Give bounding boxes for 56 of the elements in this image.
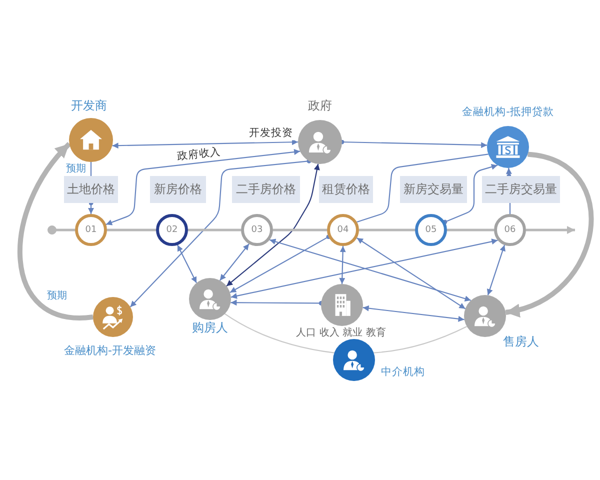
double-arrow — [356, 238, 466, 310]
numbered-circle: 03 — [241, 214, 273, 246]
arrow — [442, 164, 498, 224]
edge-label: 开发投资 — [248, 128, 294, 140]
label-box: 新房价格 — [150, 176, 206, 203]
connector-line — [48, 226, 75, 234]
connector-line — [107, 228, 156, 232]
numbered-circle: 02 — [156, 214, 188, 246]
connector-line — [359, 228, 415, 232]
node-label: 金融机构-抵押贷款 — [462, 107, 554, 119]
label-box: 二手房交易量 — [482, 176, 560, 203]
label-box: 土地价格 — [64, 176, 118, 203]
double-arrow — [362, 305, 464, 322]
connector-line — [224, 313, 334, 354]
numbered-circle: 05 — [415, 214, 447, 246]
note-text: 预期 — [47, 290, 67, 302]
double-arrow — [339, 246, 346, 284]
node-label: 金融机构-开发融资 — [64, 344, 156, 358]
arrow — [506, 168, 512, 178]
note-text: 预期 — [66, 164, 86, 174]
connector-line — [374, 326, 468, 354]
connector-line — [509, 203, 511, 214]
double-arrow — [486, 244, 506, 296]
edge-label: 政府收入 — [176, 146, 222, 163]
node-label: 售房人 — [503, 335, 539, 349]
connector-line — [90, 162, 92, 176]
connector-line — [273, 228, 327, 232]
double-arrow — [269, 238, 472, 302]
numbered-circle: 06 — [494, 214, 526, 246]
numbered-circle: 04 — [327, 214, 359, 246]
arrow — [230, 234, 331, 293]
node-label: 购房人 — [192, 321, 228, 335]
label-box: 二手房价格 — [232, 176, 300, 203]
label-box: 新房交易量 — [400, 176, 467, 203]
arrow — [88, 200, 94, 214]
label-box: 租赁价格 — [319, 176, 373, 203]
curved-arrow — [505, 152, 594, 316]
connector-line — [356, 154, 488, 223]
arrow — [526, 226, 575, 234]
node-label: 人口 收入 就业 教育 — [296, 328, 386, 338]
node-label: 开发商 — [71, 99, 107, 113]
curved-arrow — [18, 142, 94, 320]
node-label: 政府 — [308, 99, 332, 113]
connector-line — [188, 228, 241, 232]
double-arrow — [177, 244, 197, 284]
arrow — [130, 158, 312, 308]
double-arrow — [112, 139, 298, 149]
arrow — [230, 300, 324, 306]
node-label: 中介机构 — [381, 367, 425, 379]
double-arrow — [230, 238, 498, 299]
connector-line — [447, 228, 494, 232]
double-arrow — [226, 164, 320, 287]
arrow — [340, 140, 488, 148]
numbered-circle: 01 — [75, 214, 107, 246]
double-arrow — [219, 244, 250, 281]
double-arrow — [106, 149, 300, 226]
